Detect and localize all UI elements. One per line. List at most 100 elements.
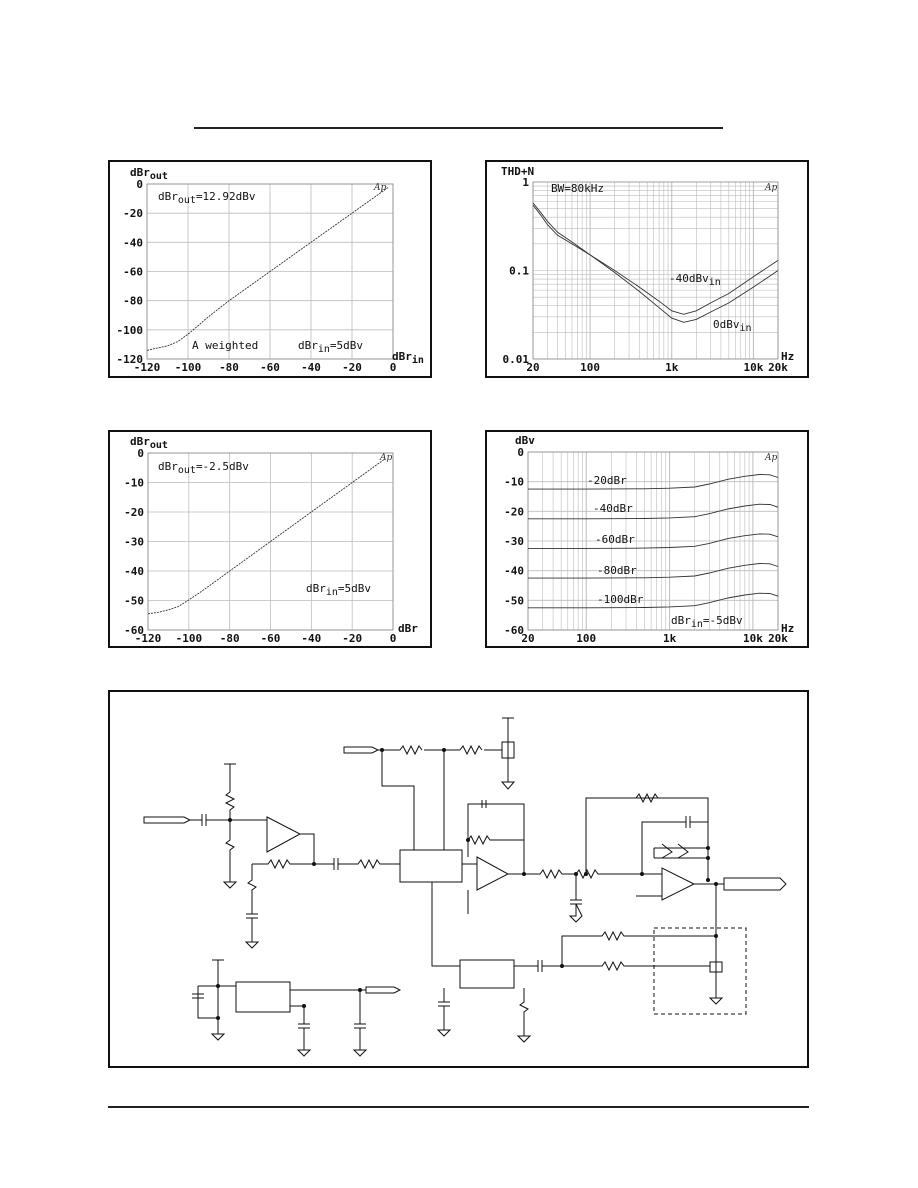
y-tick-label: -10 bbox=[504, 476, 524, 489]
chart-4-label-20dbr: -20dBr bbox=[587, 474, 627, 487]
y-tick-label: 0 bbox=[137, 447, 144, 460]
chart-4-grid bbox=[527, 451, 779, 631]
x-tick-label: 1k bbox=[665, 361, 679, 374]
chart-4-series-1 bbox=[528, 474, 779, 490]
x-tick-label: -40 bbox=[301, 361, 321, 374]
x-tick-label: -100 bbox=[175, 361, 202, 374]
x-tick-label: -100 bbox=[176, 632, 203, 645]
y-tick-label: -20 bbox=[504, 505, 524, 518]
x-tick-label: -120 bbox=[134, 361, 161, 374]
y-tick-label: 0 bbox=[136, 178, 143, 191]
chart-1-series-1 bbox=[146, 186, 390, 351]
chart-4-label-60dbr: -60dBr bbox=[595, 533, 635, 546]
x-tick-label: 20k bbox=[768, 361, 788, 374]
x-tick-label: -120 bbox=[135, 632, 162, 645]
y-tick-label: -30 bbox=[124, 536, 144, 549]
y-tick-label: 0.1 bbox=[509, 265, 529, 278]
chart-4-series-5 bbox=[528, 592, 779, 609]
x-tick-label: 10k bbox=[743, 361, 763, 374]
chart-1: dBrout dBrin dBrout=12.92dBv A weighted … bbox=[117, 166, 424, 374]
y-tick-label: -80 bbox=[123, 295, 143, 308]
chart-3-xlabel: dBr bbox=[398, 622, 418, 635]
chart-4-label-100dbr: -100dBr bbox=[597, 593, 644, 606]
connector-top-in bbox=[343, 746, 380, 754]
chart-4-panel: dBv Hz -20dBr -40dBr -60dBr -80dBr -100d… bbox=[485, 430, 809, 648]
wire-ic-down bbox=[431, 882, 460, 967]
chart-3: dBrout dBr dBrout=-2.5dBv dBrin=5dBv Ap … bbox=[124, 435, 418, 645]
pot-top-body bbox=[501, 741, 515, 759]
chart-1-annotation-level: dBrout=12.92dBv bbox=[158, 190, 256, 206]
feedback-2 bbox=[467, 800, 525, 914]
opamp-3 bbox=[661, 867, 696, 901]
cap-input bbox=[190, 814, 267, 826]
regulator-circuit bbox=[192, 959, 402, 1057]
plot-frame bbox=[527, 451, 779, 631]
ap-logo: Ap bbox=[373, 183, 386, 193]
top-rule bbox=[194, 127, 723, 129]
y-tick-label: -40 bbox=[504, 565, 524, 578]
x-tick-label: 0 bbox=[390, 361, 397, 374]
chart-1-grid bbox=[146, 183, 394, 360]
chart-4: dBv Hz -20dBr -40dBr -60dBr -80dBr -100d… bbox=[504, 434, 794, 645]
y-tick-label: -30 bbox=[504, 535, 524, 548]
resistor-bias-top bbox=[224, 763, 236, 820]
y-tick-label: -60 bbox=[504, 624, 524, 637]
chart-3-series-1 bbox=[147, 458, 386, 615]
ap-logo: Ap bbox=[764, 183, 777, 193]
chart-1-xlabel: dBrin bbox=[392, 350, 424, 366]
pot-top bbox=[502, 717, 514, 782]
chart-3-annotation-input: dBrin=5dBv bbox=[306, 582, 371, 598]
pot-out bbox=[708, 950, 724, 1005]
x-tick-label: 20k bbox=[768, 632, 788, 645]
chart-2-annotation-0dbv: 0dBvin bbox=[713, 318, 752, 334]
x-tick-label: -80 bbox=[220, 632, 240, 645]
chart-4-annotation-input: dBrin=-5dBv bbox=[671, 614, 743, 630]
regulator bbox=[235, 981, 291, 1013]
chart-2-annotation-minus40: -40dBvin bbox=[669, 272, 721, 288]
y-tick-label: -100 bbox=[117, 324, 144, 337]
y-tick-label: 1 bbox=[522, 176, 529, 189]
chart-3-ylabel: dBrout bbox=[130, 435, 168, 451]
y-tick-label: -60 bbox=[123, 266, 143, 279]
chart-2-xlabel: Hz bbox=[781, 350, 794, 363]
plot-frame bbox=[147, 452, 394, 631]
ic-lower bbox=[459, 959, 515, 989]
chart-4-series-4 bbox=[528, 563, 779, 579]
chart-1-panel: dBrout dBrin dBrout=12.92dBv A weighted … bbox=[108, 160, 432, 378]
chart-4-label-80dbr: -80dBr bbox=[597, 564, 637, 577]
chart-2-series-2 bbox=[532, 202, 779, 323]
feedback-1 bbox=[244, 833, 315, 949]
x-tick-label: 20 bbox=[521, 632, 534, 645]
filter bbox=[508, 868, 642, 923]
ic-main bbox=[399, 849, 463, 883]
x-tick-label: -60 bbox=[260, 361, 280, 374]
bottom-rule bbox=[108, 1106, 809, 1108]
chart-1-annotation-input: dBrin=5dBv bbox=[298, 339, 363, 355]
chart-3-annotation-level: dBrout=-2.5dBv bbox=[158, 460, 249, 476]
y-tick-label: -40 bbox=[123, 236, 143, 249]
y-tick-label: -20 bbox=[123, 207, 143, 220]
y-tick-label: -50 bbox=[504, 594, 524, 607]
x-tick-label: 100 bbox=[580, 361, 600, 374]
junction-dots bbox=[216, 748, 718, 1020]
resistor-bias-bottom bbox=[222, 820, 238, 889]
chart-4-series-2 bbox=[528, 503, 779, 520]
x-tick-label: -20 bbox=[342, 632, 362, 645]
chart-2-grid bbox=[532, 181, 779, 360]
x-tick-label: 10k bbox=[743, 632, 763, 645]
x-tick-label: -40 bbox=[301, 632, 321, 645]
x-tick-label: 1k bbox=[663, 632, 677, 645]
opamp-2 bbox=[462, 856, 510, 891]
opamp-1 bbox=[266, 816, 302, 853]
x-tick-label: 20 bbox=[526, 361, 539, 374]
y-tick-label: -20 bbox=[124, 506, 144, 519]
chart-4-series-3 bbox=[528, 533, 779, 549]
x-tick-label: -80 bbox=[219, 361, 239, 374]
chart-2-series-1 bbox=[532, 204, 779, 315]
connector-out bbox=[694, 877, 787, 891]
resistor-top bbox=[378, 744, 502, 756]
ground-top bbox=[500, 781, 516, 790]
y-tick-label: -60 bbox=[124, 624, 144, 637]
